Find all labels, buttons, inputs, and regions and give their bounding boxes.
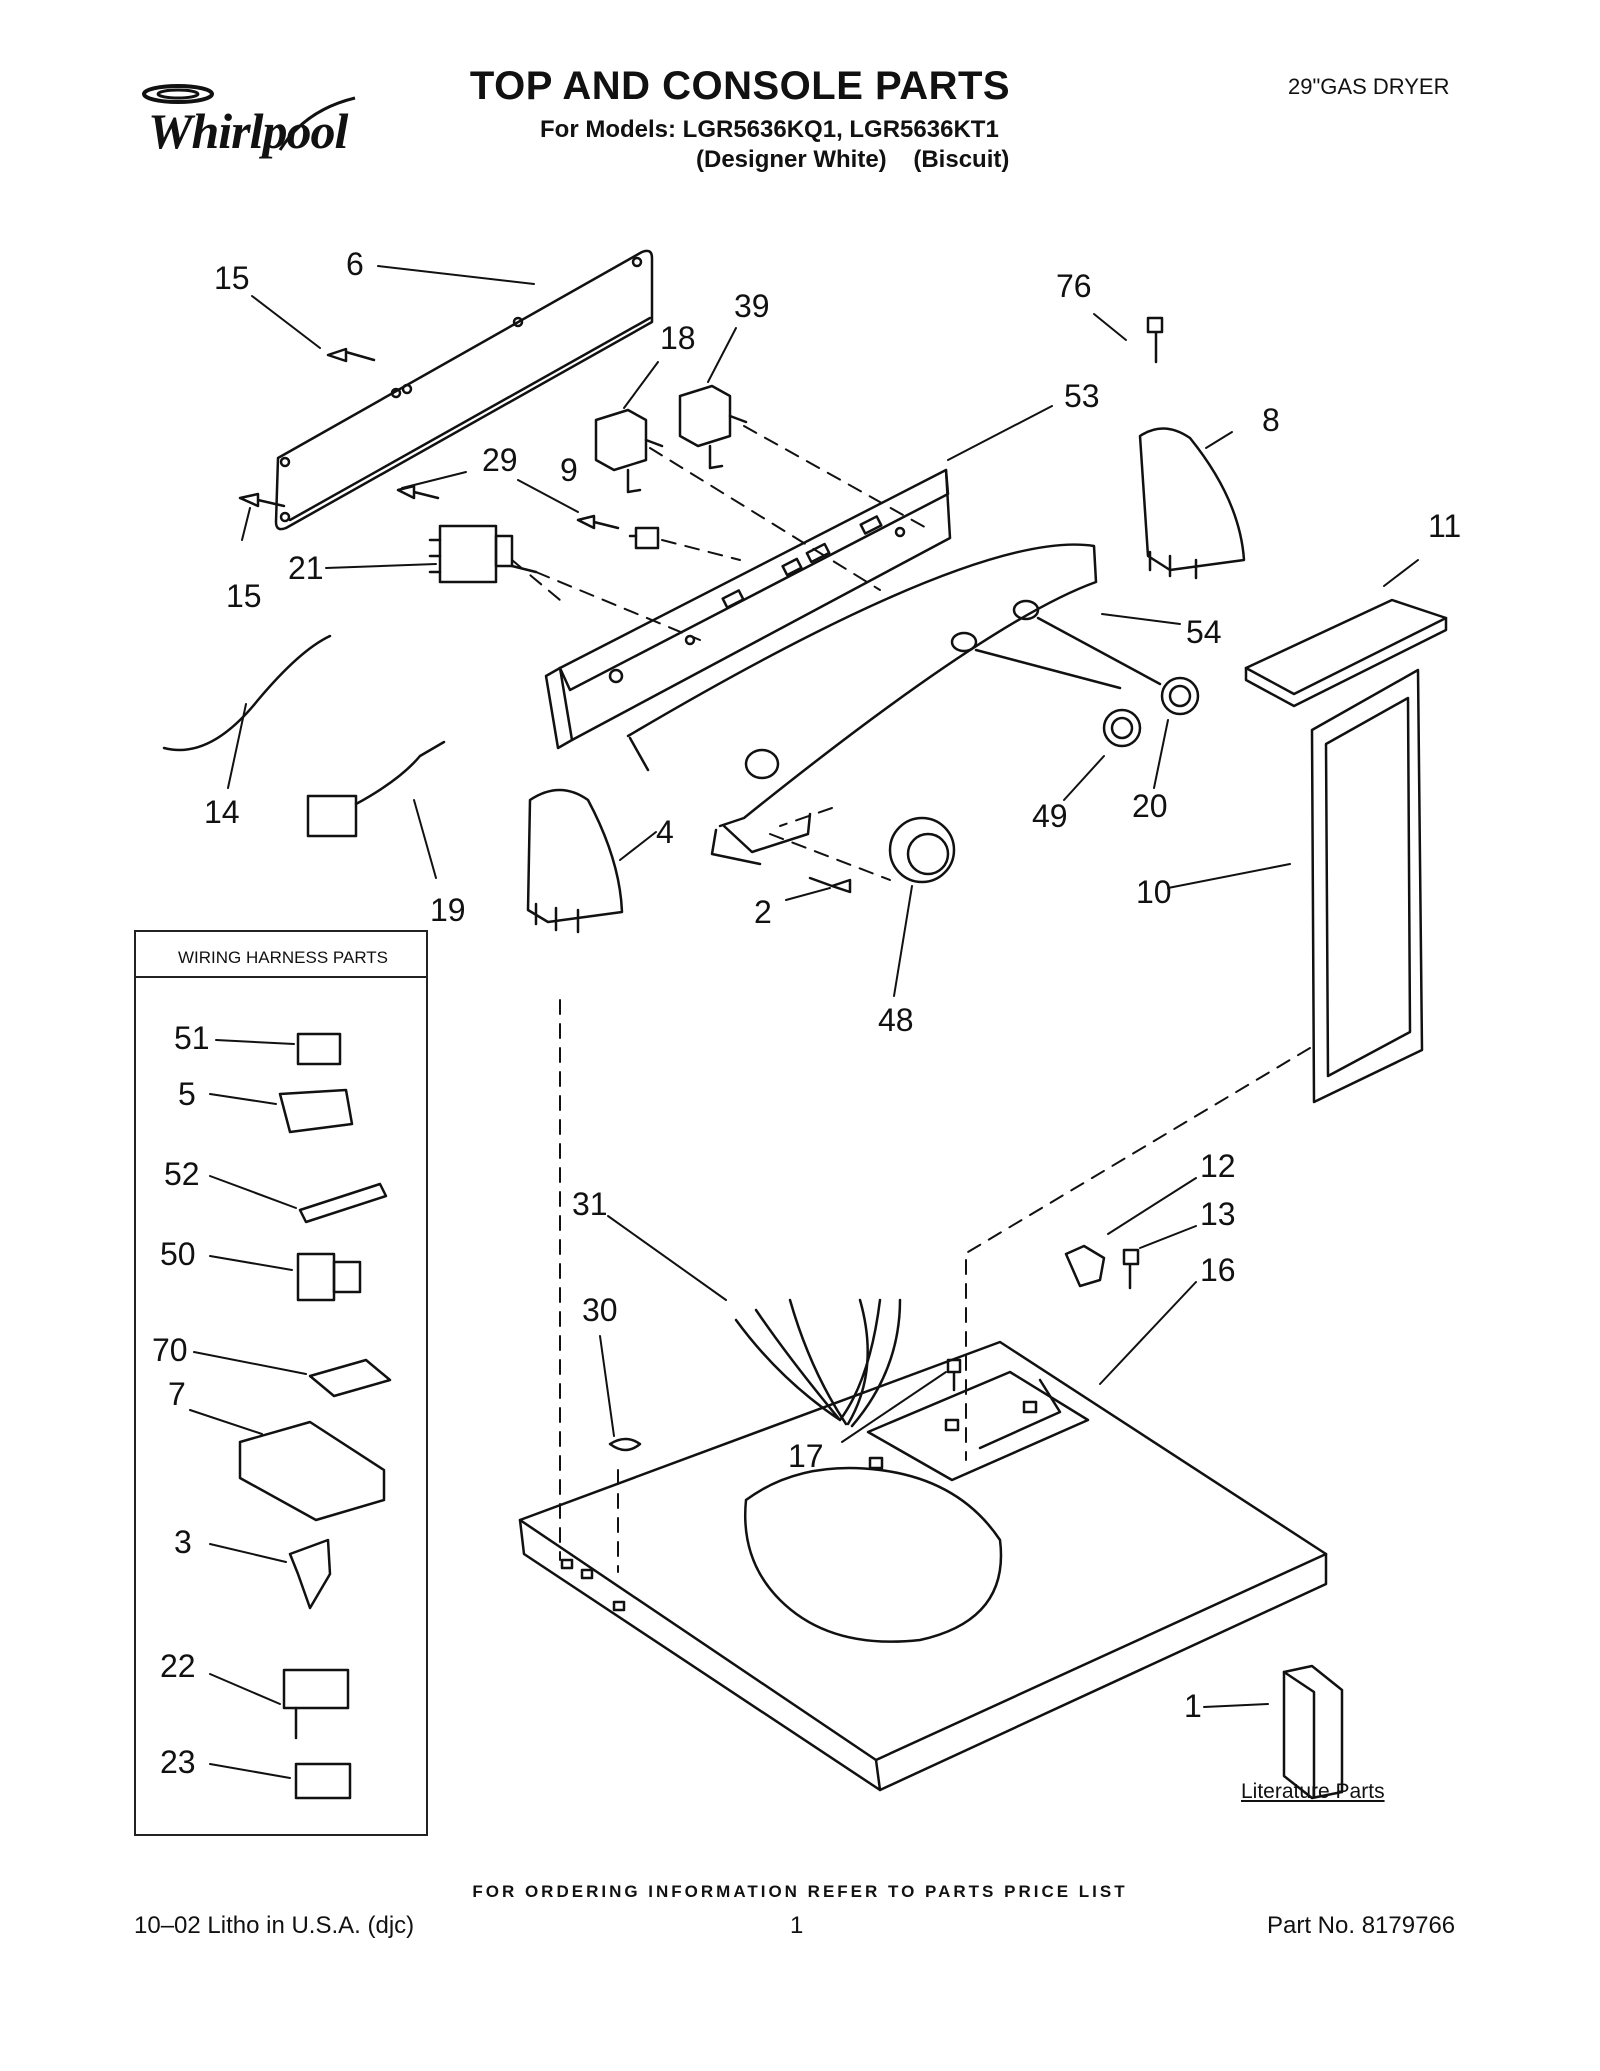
page-number: 1 bbox=[790, 1912, 804, 1939]
callout-17: 17 bbox=[788, 1438, 824, 1474]
callout-12: 12 bbox=[1200, 1148, 1236, 1184]
callout-10: 10 bbox=[1136, 874, 1172, 910]
part-17-screw bbox=[946, 1358, 962, 1392]
part-76-screw bbox=[1146, 316, 1164, 364]
whirlpool-logo bbox=[130, 80, 370, 160]
wiring-harness-box bbox=[134, 930, 428, 1836]
callout-4: 4 bbox=[656, 814, 674, 850]
callout-53: 53 bbox=[1064, 378, 1100, 414]
callout-7: 7 bbox=[168, 1376, 186, 1412]
callout-2: 2 bbox=[754, 894, 772, 930]
part-53-console-panel bbox=[544, 468, 952, 750]
literature-parts-label: Literature Parts bbox=[1241, 1780, 1385, 1803]
part-4-end-cap bbox=[526, 788, 624, 934]
part-15-screws bbox=[238, 347, 620, 530]
callout-54: 54 bbox=[1186, 614, 1222, 650]
part-31-wiring bbox=[734, 1298, 1003, 1643]
variants-line: (Designer White) (Biscuit) bbox=[696, 146, 1010, 173]
callout-20: 20 bbox=[1132, 788, 1168, 824]
part-13-screw bbox=[1122, 1248, 1140, 1290]
part-54-console bbox=[626, 543, 1162, 866]
callout-31: 31 bbox=[572, 1186, 608, 1222]
callout-30: 30 bbox=[582, 1292, 618, 1328]
model-type: 29"GAS DRYER bbox=[1288, 74, 1450, 99]
callout-23: 23 bbox=[160, 1744, 196, 1780]
part-number: Part No. 8179766 bbox=[1267, 1912, 1456, 1939]
part-14-wire bbox=[162, 634, 332, 752]
part-39-switch bbox=[678, 384, 748, 470]
callout-18: 18 bbox=[660, 320, 696, 356]
callout-52: 52 bbox=[164, 1156, 200, 1192]
callout-1: 1 bbox=[1184, 1688, 1202, 1724]
wiring-harness-part-drawings bbox=[238, 1032, 392, 1800]
part-10-frame bbox=[1310, 668, 1424, 1104]
callout-50: 50 bbox=[160, 1236, 196, 1272]
callout-5: 5 bbox=[178, 1076, 196, 1112]
callout-6: 6 bbox=[346, 246, 364, 282]
part-8-end-cap bbox=[1138, 427, 1246, 580]
callout-16: 16 bbox=[1200, 1252, 1236, 1288]
callout-49: 49 bbox=[1032, 798, 1068, 834]
ordering-info: FOR ORDERING INFORMATION REFER TO PARTS … bbox=[472, 1882, 1128, 1901]
part-21-switch bbox=[428, 524, 538, 584]
callout-15b: 15 bbox=[226, 578, 262, 614]
callout-29: 29 bbox=[482, 442, 518, 478]
models-line: For Models: LGR5636KQ1, LGR5636KT1 bbox=[540, 116, 999, 143]
brand-logo-text: Whirlpool bbox=[148, 103, 348, 159]
callout-48: 48 bbox=[878, 1002, 914, 1038]
wiring-harness-title: WIRING HARNESS PARTS bbox=[134, 932, 428, 978]
leader-lines bbox=[189, 265, 1419, 1779]
callout-22: 22 bbox=[160, 1648, 196, 1684]
part-11-cover bbox=[1244, 598, 1448, 708]
callout-21: 21 bbox=[288, 550, 324, 586]
callout-13: 13 bbox=[1200, 1196, 1236, 1232]
part-6-bracket-plate bbox=[274, 249, 654, 531]
callout-3: 3 bbox=[174, 1524, 192, 1560]
callout-14: 14 bbox=[204, 794, 240, 830]
page-title: TOP AND CONSOLE PARTS bbox=[469, 64, 1011, 108]
callout-70: 70 bbox=[152, 1332, 188, 1368]
part-19-harness bbox=[306, 740, 446, 838]
part-48-knob bbox=[888, 816, 956, 884]
part-49-knob bbox=[1102, 708, 1142, 748]
part-12-clip bbox=[1064, 1244, 1106, 1288]
part-2-screw bbox=[808, 876, 852, 894]
callout-76: 76 bbox=[1056, 268, 1092, 304]
callout-15: 15 bbox=[214, 260, 250, 296]
callout-39: 39 bbox=[734, 288, 770, 324]
part-1-literature bbox=[1282, 1664, 1344, 1800]
cabinet-top bbox=[518, 1340, 1328, 1792]
callout-11: 11 bbox=[1428, 508, 1462, 544]
callout-19: 19 bbox=[430, 892, 466, 928]
callout-51: 51 bbox=[174, 1020, 210, 1056]
whirlpool-swirl-icon bbox=[142, 84, 356, 151]
part-9-clip bbox=[628, 526, 660, 550]
part-30-clip bbox=[608, 1437, 642, 1452]
part-20-knob bbox=[1160, 676, 1200, 716]
callout-9: 9 bbox=[560, 452, 578, 488]
part-18-switch bbox=[594, 408, 664, 494]
callout-8: 8 bbox=[1262, 402, 1280, 438]
litho-info: 10–02 Litho in U.S.A. (djc) bbox=[134, 1912, 415, 1939]
